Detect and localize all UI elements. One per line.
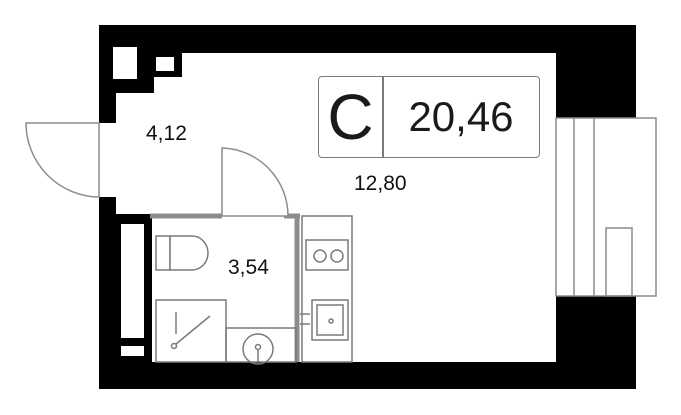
window-balcony xyxy=(555,117,657,297)
kitchen-stove xyxy=(305,239,349,271)
column-void-1 xyxy=(121,224,144,338)
toilet-tank xyxy=(155,235,171,271)
kitchen-unit xyxy=(300,215,353,363)
apartment-type-letter: С xyxy=(327,81,374,153)
kitchen-counter xyxy=(301,215,353,363)
column-void-2 xyxy=(121,346,144,356)
wall-left-lower xyxy=(99,197,116,389)
shower-drain xyxy=(170,342,178,350)
badge-divider xyxy=(382,77,384,157)
bath-sink-counter xyxy=(225,327,297,363)
room-area-bathroom: 3,54 xyxy=(228,256,269,279)
shaft-voids xyxy=(113,47,174,356)
stove-burner-2 xyxy=(330,249,344,263)
entrance-door-arc xyxy=(25,122,100,198)
wall-top xyxy=(99,25,636,53)
bath-sink-basin xyxy=(242,333,274,365)
shaft-void-1 xyxy=(113,47,137,79)
bath-sink-drain xyxy=(254,343,262,351)
kitchen-sink-inner xyxy=(316,304,344,336)
bathroom-door xyxy=(221,147,289,217)
wall-right-upper xyxy=(556,25,636,118)
entrance-door xyxy=(25,122,100,198)
room-area-hall: 4,12 xyxy=(146,122,187,145)
apartment-total-area: 20,46 xyxy=(408,93,514,140)
toilet-icon xyxy=(155,235,209,271)
shower-diagonal xyxy=(175,315,211,345)
shaft-void-2 xyxy=(156,57,174,71)
room-area-living: 12,80 xyxy=(354,172,407,195)
kitchen-sink-outer xyxy=(311,299,349,341)
wall-left-upper xyxy=(99,25,116,123)
bathroom-door-arc xyxy=(221,147,289,217)
toilet-bowl xyxy=(169,235,209,271)
wall-right-lower xyxy=(556,296,636,389)
apartment-badge: С 20,46 xyxy=(318,76,540,158)
stove-burner-1 xyxy=(313,249,327,263)
bath-sink-icon xyxy=(225,327,297,365)
balcony-door xyxy=(605,227,633,297)
shower-icon xyxy=(155,299,227,363)
wall-bottom xyxy=(99,362,636,389)
kitchen-sink-drain xyxy=(328,318,334,324)
